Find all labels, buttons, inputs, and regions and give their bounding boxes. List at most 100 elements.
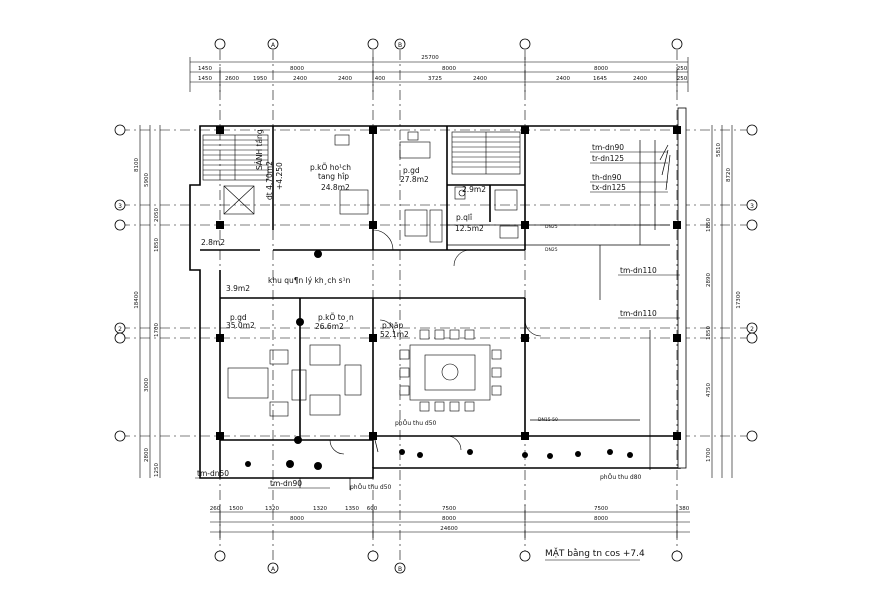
dim-top-1: 1450 (198, 66, 212, 72)
label-corridor: khu qu¶n lý kh¸ch s¹n (268, 276, 351, 285)
dim-left-8: 2800 (144, 448, 150, 462)
dim-bfine-6: 600 (367, 506, 378, 512)
dim-right-7: 4750 (706, 383, 712, 397)
left-dimension-lines: 8100 5900 2050 1850 18400 1700 3000 2800… (134, 125, 161, 478)
furniture-upper (334, 131, 519, 243)
right-dimension-lines: 5810 8720 1850 2890 17300 1850 4750 1700 (706, 125, 742, 478)
label-phieu-b: phÔu thu d50 (350, 484, 392, 491)
label-tm-dn90-bottom: tm-dn90 (270, 479, 302, 488)
dim-fine-4: 2400 (293, 76, 307, 82)
label-phieu-a: phÔu thu d50 (395, 420, 437, 427)
dim-top-3: 8000 (442, 66, 456, 72)
axis-label-3-left: 3 (118, 203, 122, 210)
drawing-title: MẶT bằng tn cos +7.4 (545, 547, 645, 561)
dim-right-6: 1850 (706, 326, 712, 340)
dim-left-2: 5900 (144, 173, 150, 187)
label-tm-dn90: tm-dn90 (592, 143, 624, 152)
label-stair-level: +4.250 (275, 162, 284, 190)
dim-fine-6: 400 (375, 76, 386, 82)
dim-fine-3: 1950 (253, 76, 267, 82)
label-wc-area: 2.8m2 (201, 238, 225, 247)
label-small-area: 3.9m2 (226, 284, 250, 293)
label-director-area: 27.8m2 (400, 175, 429, 184)
axis-label-A-bottom: A (271, 566, 276, 573)
dim-top-4: 8000 (594, 66, 608, 72)
dim-bfine-2: 1500 (229, 506, 243, 512)
label-tm-dn110-a: tm-dn110 (620, 266, 657, 275)
dim-fine-10: 1645 (593, 76, 607, 82)
dim-right-4: 2890 (706, 273, 712, 287)
dim-right-3: 1850 (706, 218, 712, 232)
dim-bmid-1: 8000 (290, 516, 304, 522)
doors (329, 229, 542, 455)
stair-left (202, 134, 269, 181)
dim-fine-7: 3725 (428, 76, 442, 82)
label-tm-dn50: tm-dn50 (197, 469, 229, 478)
label-office-area: 12.5m2 (455, 224, 484, 233)
grid-bubbles-top: A B (214, 38, 683, 50)
dim-left-1: 8100 (134, 158, 140, 172)
dim-fine-1: 1450 (198, 76, 212, 82)
label-deputy: p.gd (230, 313, 247, 322)
bottom-dimension-lines: 260 1500 1320 1320 1350 600 7500 7500 38… (210, 505, 690, 538)
top-dimension-lines: 25700 1450 8000 8000 8000 250 1450 2600 … (189, 55, 689, 92)
label-phieu-c: phÔu thu d80 (600, 474, 642, 481)
label-accounting: p.kÕ to¸n (318, 313, 354, 322)
axis-label-2-right: 2 (750, 326, 754, 333)
label-tr-dn125: tr-dn125 (592, 154, 624, 163)
dim-top-2: 8000 (290, 66, 304, 72)
plants (245, 250, 633, 470)
dim-right-5: 17300 (736, 291, 742, 309)
dim-bfine-3: 1320 (265, 506, 279, 512)
grid-bubbles-left: 3 2 (114, 124, 126, 442)
dim-left-6: 1700 (154, 323, 160, 337)
dim-bfine-9: 380 (679, 506, 690, 512)
label-stair-hall: SẢNH tầng (255, 129, 264, 170)
elevator-shaft (223, 185, 255, 215)
label-deputy-area: 35.0m2 (226, 321, 255, 330)
label-tx-dn125: tx-dn125 (592, 183, 626, 192)
dim-bfine-5: 1350 (345, 506, 359, 512)
dim-left-4: 1850 (154, 238, 160, 252)
grid-bubbles-right: 3 2 (746, 124, 758, 442)
dim-right-1: 5810 (716, 143, 722, 157)
label-conference: p.häp (382, 321, 403, 330)
label-tm-dn110-b: tm-dn110 (620, 309, 657, 318)
dim-top-5: 250 (677, 66, 688, 72)
dim-left-5: 18400 (134, 291, 140, 309)
label-director: p.gd (403, 166, 420, 175)
dim-right-2: 8720 (726, 168, 732, 182)
label-meeting-room-sub: tang hîp (318, 172, 349, 181)
dim-left-3: 2050 (154, 208, 160, 222)
label-storage-area: 2.9m2 (462, 185, 486, 194)
axis-label-2-left: 2 (118, 326, 122, 333)
label-meeting-room: p.kÕ ho¹ch (310, 163, 351, 172)
stair-right (451, 131, 521, 175)
dim-fine-2: 2600 (225, 76, 239, 82)
pipe-labels: tm-dn90 tr-dn125 th-dn90 tx-dn125 tm-dn1… (195, 143, 680, 491)
dim-bfine-4: 1320 (313, 506, 327, 512)
label-meeting-area: 24.8m2 (321, 183, 350, 192)
plan-title: MẶT bằng tn cos +7.4 (545, 547, 645, 559)
label-accounting-area: 26.6m2 (315, 322, 344, 331)
dim-boverall: 24600 (440, 526, 458, 532)
dim-bmid-2: 8000 (442, 516, 456, 522)
dim-fine-9: 2400 (556, 76, 570, 82)
dim-bfine-8: 7500 (594, 506, 608, 512)
dim-overall-top: 25700 (421, 55, 439, 61)
label-stair-area: dt 4.70m2 (265, 161, 274, 200)
dim-fine-8: 2400 (473, 76, 487, 82)
dim-bfine-1: 260 (210, 506, 221, 512)
dim-fine-11: 2400 (633, 76, 647, 82)
axis-label-B-top: B (398, 42, 402, 49)
dim-fine-12: 250 (677, 76, 688, 82)
dim-right-8: 1700 (706, 448, 712, 462)
dim-left-9: 1250 (154, 463, 160, 477)
grid-bubbles-bottom: A B (214, 550, 683, 574)
room-labels: SẢNH tầng dt 4.70m2 +4.250 p.kÕ ho¹ch ta… (201, 129, 486, 339)
axis-label-3-right: 3 (750, 203, 754, 210)
pipe-dn-small: DN15-50 (538, 417, 558, 423)
label-th-dn90: th-dn90 (592, 173, 622, 182)
label-office: p.qlî (456, 213, 473, 222)
